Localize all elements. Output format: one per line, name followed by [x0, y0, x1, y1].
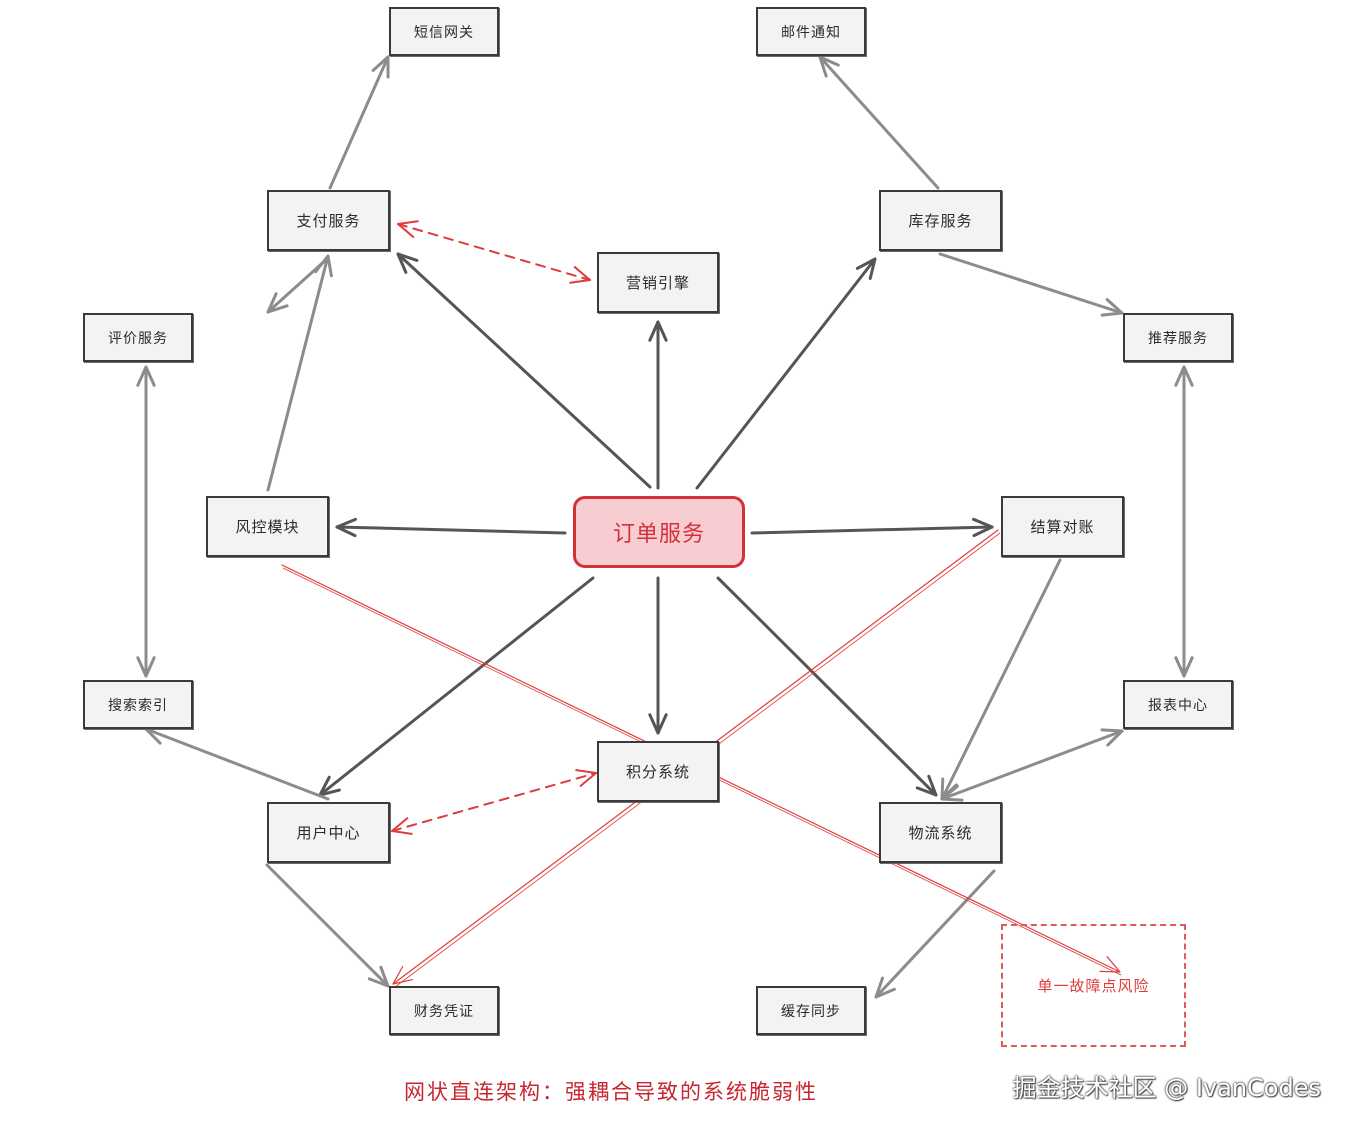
- edge-order-marketing-head: [648, 320, 668, 342]
- edge-user-finance: [265, 863, 390, 988]
- edge-recommend-report-head: [1174, 656, 1194, 678]
- node-payment[interactable]: 支付服务: [267, 190, 390, 251]
- edge-order-settlement-head: [972, 517, 994, 538]
- edge-order-user-center: [318, 576, 595, 797]
- node-review[interactable]: 评价服务: [83, 313, 193, 362]
- edge-user-points-start-head: [391, 817, 413, 835]
- edge-risk-payment-head: [314, 254, 333, 278]
- node-inventory[interactable]: 库存服务: [879, 190, 1002, 251]
- edge-order-settlement: [750, 525, 994, 535]
- single-point-failure-warning: 单一故障点风险: [1001, 924, 1186, 1047]
- edge-inventory-email: [818, 55, 940, 190]
- edge-review-search-head: [136, 656, 156, 678]
- edge-user-points-head: [575, 769, 597, 787]
- edge-settlement-logistics: [940, 558, 1062, 801]
- node-sms-gateway[interactable]: 短信网关: [389, 7, 499, 56]
- edge-order-inventory: [695, 257, 877, 490]
- edge-payment-marketing-start-head: [397, 220, 419, 238]
- edge-review-search-start-head: [136, 365, 156, 387]
- edge-recommend-report-start-head: [1174, 365, 1194, 387]
- edge-order-payment-head: [396, 252, 419, 274]
- node-user-center[interactable]: 用户中心: [267, 802, 390, 863]
- edge-inventory-recommend-head: [1100, 298, 1124, 317]
- center-node-order-service[interactable]: 订单服务: [573, 496, 745, 568]
- diagram-caption: 网状直连架构：强耦合导致的系统脆弱性: [404, 1080, 818, 1104]
- edge-order-logistics: [716, 576, 938, 797]
- edge-payment-marketing: [397, 223, 591, 281]
- edge-logistics-report: [940, 729, 1124, 801]
- edge-inventory-email-head: [818, 55, 840, 78]
- node-marketing[interactable]: 营销引擎: [597, 252, 719, 313]
- edge-risk-payment: [266, 254, 330, 492]
- edge-payment-back-head: [266, 292, 289, 314]
- edge-order-risk-head: [335, 517, 357, 538]
- node-risk[interactable]: 风控模块: [206, 496, 329, 557]
- edge-order-points-head: [648, 713, 668, 735]
- node-finance[interactable]: 财务凭证: [389, 986, 499, 1035]
- edge-inventory-recommend: [938, 252, 1124, 315]
- node-search[interactable]: 搜索索引: [83, 680, 193, 729]
- edge-user-points: [391, 772, 597, 832]
- node-points[interactable]: 积分系统: [597, 741, 719, 802]
- failure-line-risk-head: [1099, 956, 1121, 973]
- edge-payment-marketing-head: [569, 266, 591, 284]
- edge-logistics-cache-head: [874, 976, 896, 999]
- node-logistics[interactable]: 物流系统: [879, 802, 1002, 863]
- edge-logistics-report-head: [1100, 728, 1124, 747]
- edge-payment-sms: [328, 55, 390, 190]
- watermark: 掘金技术社区 @ IvanCodes: [1012, 1074, 1321, 1102]
- edge-order-risk: [335, 525, 567, 535]
- edge-order-payment: [396, 252, 652, 489]
- node-recommend[interactable]: 推荐服务: [1123, 313, 1233, 362]
- node-cache-sync[interactable]: 缓存同步: [756, 986, 866, 1035]
- edge-user-search: [144, 727, 330, 801]
- edge-user-finance-head: [367, 965, 390, 988]
- failure-line-settlement-head: [392, 965, 414, 985]
- edge-order-inventory-head: [855, 257, 877, 280]
- node-email-notify[interactable]: 邮件通知: [756, 7, 866, 56]
- edge-payment-sms-head: [371, 55, 390, 79]
- edge-order-logistics-head: [915, 774, 938, 797]
- node-report[interactable]: 报表中心: [1123, 680, 1233, 729]
- edge-logistics-report-start-head: [940, 783, 964, 802]
- edge-logistics-cache: [874, 869, 996, 999]
- node-settlement[interactable]: 结算对账: [1001, 496, 1124, 557]
